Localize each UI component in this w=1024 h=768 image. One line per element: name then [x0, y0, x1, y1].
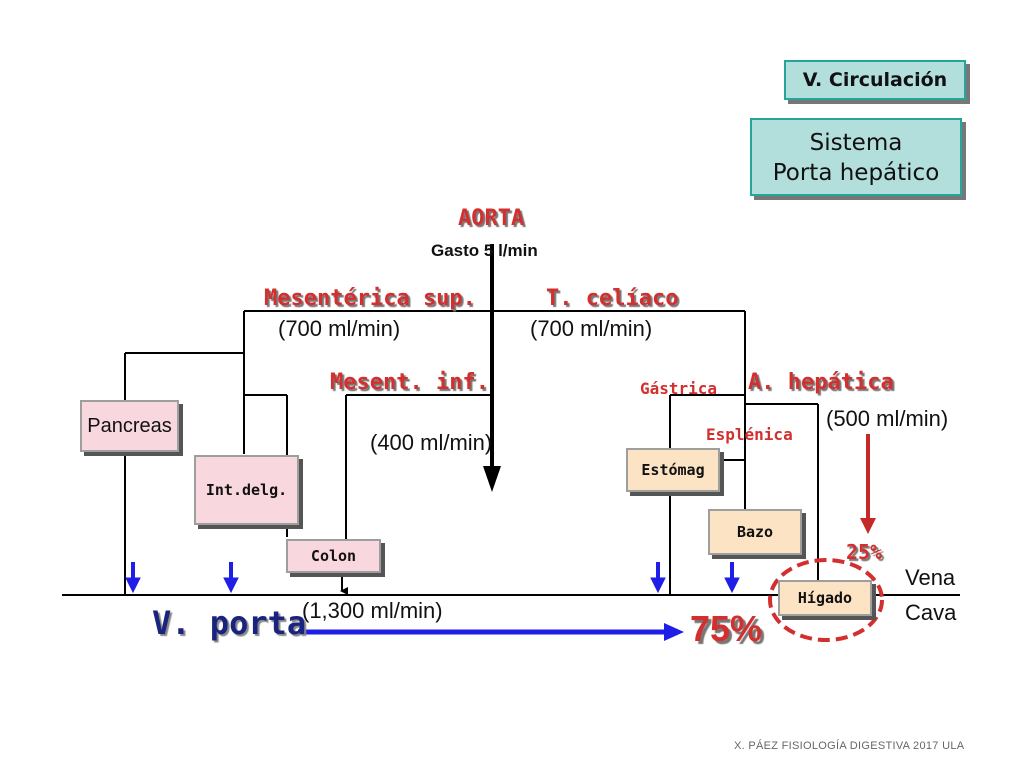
- organ-pancreas: Pancreas: [80, 400, 179, 452]
- gastrica-label: Gástrica: [640, 379, 718, 398]
- hepatica-label: A. hepática: [748, 370, 894, 395]
- vena-cava-line1: Vena: [905, 565, 956, 590]
- mesenterica-sup-flow: (700 ml/min): [278, 316, 401, 341]
- organ-colon: Colon: [286, 539, 381, 573]
- celiaco-label: T. celíaco: [546, 286, 679, 311]
- organ-estomago: Estómag: [626, 448, 720, 492]
- title-line-2: Porta hepático: [772, 160, 940, 186]
- vein-arrow-3: [650, 577, 666, 594]
- organ-bazo: Bazo: [708, 509, 802, 555]
- hepatica-flow: (500 ml/min): [826, 406, 949, 431]
- mesenterica-sup-label: Mesentérica sup.: [264, 286, 476, 311]
- hepatic-red-arrowhead: [860, 518, 876, 534]
- organ-intestino: Int.delg.: [194, 455, 299, 525]
- vein-arrow-2: [223, 577, 239, 594]
- celiaco-flow: (700 ml/min): [530, 316, 653, 341]
- hepatic-percent: 25%: [846, 540, 883, 564]
- page-title: Sistema Porta hepático: [750, 118, 962, 196]
- vena-cava-line2: Cava: [905, 600, 957, 625]
- section-label: V. Circulación: [784, 60, 966, 100]
- mesent-inf-label: Mesent. inf.: [330, 370, 489, 395]
- organ-higado: Hígado: [778, 580, 872, 616]
- aorta-flow: Gasto 5 l/min: [431, 241, 538, 260]
- footer-credit: X. PÁEZ FISIOLOGÍA DIGESTIVA 2017 ULA: [734, 740, 965, 752]
- vein-arrow-4: [724, 577, 740, 594]
- esplenica-label: Esplénica: [706, 425, 793, 444]
- portal-vein-label: V. porta: [152, 604, 307, 642]
- liver-highlight-ellipse: [768, 558, 884, 642]
- mesent-inf-flow: (400 ml/min): [370, 430, 493, 455]
- portal-percent: 75%: [690, 608, 763, 649]
- vein-arrow-1: [125, 577, 141, 594]
- title-line-1: Sistema: [809, 130, 903, 156]
- portal-flow: (1,300 ml/min): [302, 598, 443, 623]
- aorta-label: AORTA: [458, 206, 525, 231]
- portal-flow-arrowhead: [664, 623, 684, 641]
- aorta-arrowhead: [483, 466, 501, 492]
